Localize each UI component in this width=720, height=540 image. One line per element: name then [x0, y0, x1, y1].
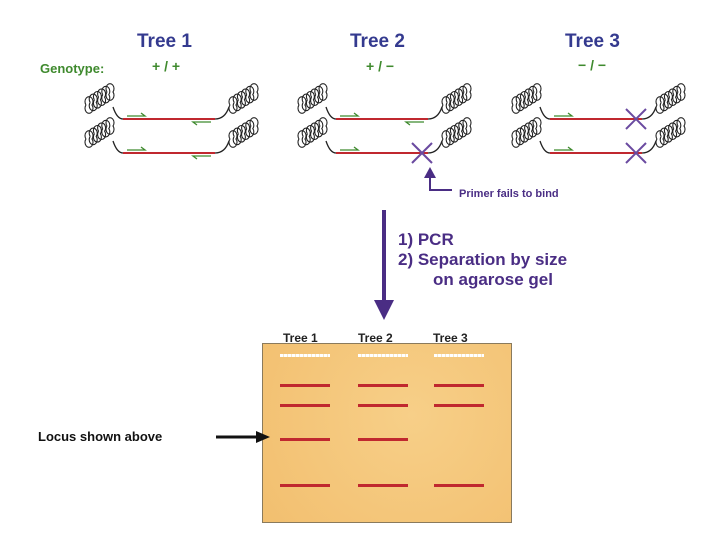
primer-fail-x [625, 108, 647, 130]
primer-fail-pointer-head [424, 167, 436, 178]
gel-band [434, 484, 484, 487]
forward-primer [554, 112, 574, 117]
chromosome-arm [427, 106, 443, 120]
gel-lane-label-2: Tree 2 [358, 331, 393, 345]
forward-primer [554, 146, 574, 151]
chromatin-coil [228, 117, 259, 148]
gel-band-locus [358, 438, 408, 441]
chromosome-arm [325, 106, 337, 120]
step-agarose: on agarose gel [433, 270, 553, 289]
chromatin-coil [655, 117, 686, 148]
gel-well [434, 354, 484, 357]
chromosome-arm [641, 140, 657, 154]
primer-fail-pointer [429, 174, 452, 191]
reverse-primer [191, 155, 211, 160]
chromatin-coil [511, 117, 542, 148]
chromosome-arm [214, 140, 230, 154]
chromosome-arm [539, 140, 551, 154]
genotype-label: Genotype: [40, 61, 105, 76]
chromosome-arm [112, 106, 124, 120]
forward-primer [340, 146, 360, 151]
chromatin-coil [655, 83, 686, 114]
chromatin-coil [84, 83, 115, 114]
chromatin-coil [84, 117, 115, 148]
chromatin-coil [297, 83, 328, 114]
chromatin-coil [441, 83, 472, 114]
reverse-primer [191, 121, 211, 126]
step-pcr: 1) PCR [398, 230, 454, 249]
chromatin-coil [511, 83, 542, 114]
primer-fail-x [411, 142, 433, 164]
locus-label: Locus shown above [38, 429, 163, 444]
gel-band [358, 484, 408, 487]
tree-1-genotype: + / + [152, 58, 181, 74]
agarose-gel [262, 343, 512, 523]
step-separation: 2) Separation by size [398, 250, 568, 269]
primer-fail-x [625, 142, 647, 164]
tree-2-title: Tree 2 [350, 31, 405, 52]
forward-primer [127, 146, 147, 151]
primer-fails-note: Primer fails to bind [459, 188, 559, 200]
tree-3-genotype: − / − [578, 57, 607, 73]
gel-well [358, 354, 408, 357]
forward-primer [340, 112, 360, 117]
gel-well [280, 354, 330, 357]
chromatin-coil [441, 117, 472, 148]
chromosome-arm [325, 140, 337, 154]
gel-band [434, 404, 484, 407]
chromosome-arm [539, 106, 551, 120]
gel-band [280, 484, 330, 487]
gel-band [280, 384, 330, 387]
chromatin-coil [297, 117, 328, 148]
chromatin-coil [228, 83, 259, 114]
gel-band [358, 384, 408, 387]
reverse-primer [404, 121, 424, 126]
gel-band-locus [280, 438, 330, 441]
chromosome-arm [214, 106, 230, 120]
chromosome-diagrams [84, 83, 686, 191]
tree-2-genotype: + / − [366, 58, 395, 74]
gel-band [280, 404, 330, 407]
tree-1-title: Tree 1 [137, 31, 192, 52]
locus-arrow [216, 431, 270, 443]
tree-3-title: Tree 3 [565, 31, 620, 52]
gel-lane-label-1: Tree 1 [283, 331, 318, 345]
chromosome-arm [112, 140, 124, 154]
forward-primer [127, 112, 147, 117]
gel-lane-label-3: Tree 3 [433, 331, 468, 345]
process-arrow [374, 210, 394, 320]
gel-band [434, 384, 484, 387]
chromosome-arm [427, 140, 443, 154]
chromosome-arm [641, 106, 657, 120]
gel-band [358, 404, 408, 407]
